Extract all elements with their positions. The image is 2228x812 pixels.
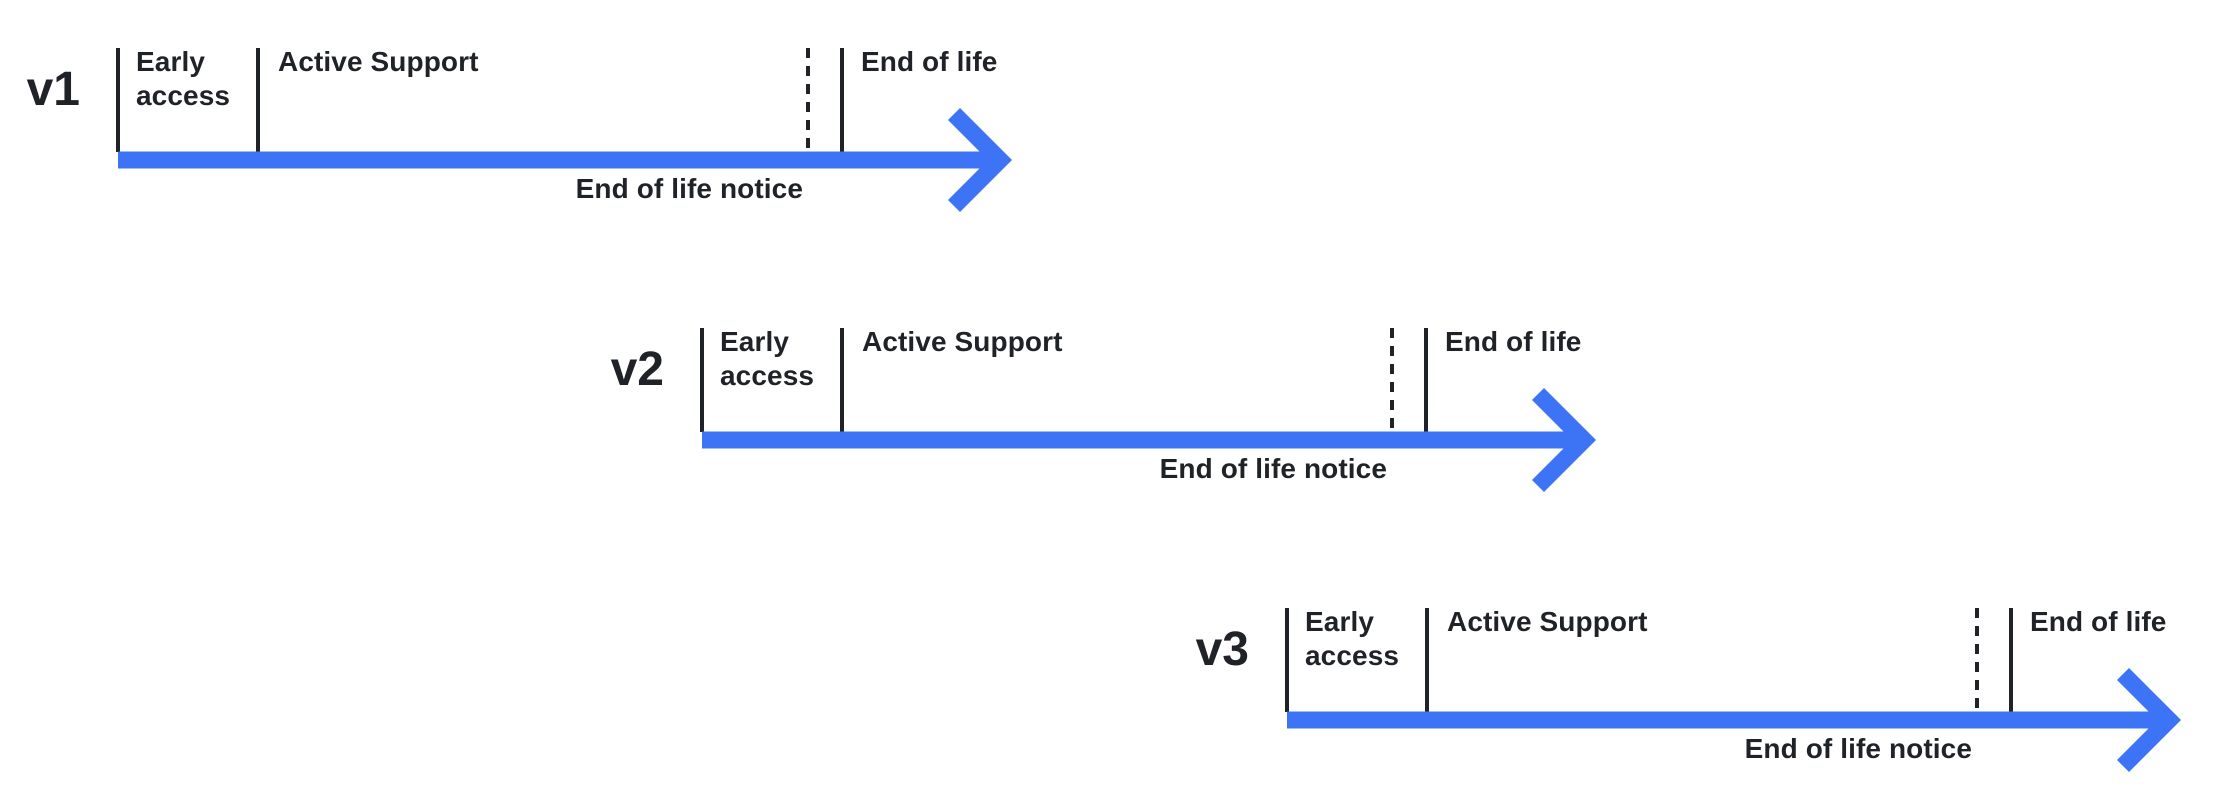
eol-notice-label: End of life notice [1159, 453, 1387, 484]
timeline-arrow [1287, 667, 2182, 773]
eol-notice-dashed-line [1390, 328, 1394, 432]
timeline-arrow [118, 107, 1013, 213]
early-access-label: Early access [1305, 606, 1400, 671]
early-access-start-tick [116, 48, 120, 152]
arrow-head-icon [1531, 387, 1597, 493]
early-access-label: Early access [720, 326, 815, 391]
arrow-head-icon [947, 107, 1013, 213]
active-support-label: Active Support [862, 326, 1063, 357]
active-support-start-tick [1425, 608, 1429, 712]
end-of-life-tick [840, 48, 844, 152]
end-of-life-label: End of life [861, 46, 998, 77]
eol-notice-label: End of life notice [575, 173, 803, 204]
eol-notice-dashed-line [806, 48, 810, 152]
early-access-label: Early access [136, 46, 231, 111]
active-support-label: Active Support [1447, 606, 1648, 637]
timeline-arrow [702, 387, 1597, 493]
version-label: v2 [610, 343, 664, 396]
version-label: v1 [26, 63, 80, 116]
early-access-start-tick [700, 328, 704, 432]
end-of-life-tick [1424, 328, 1428, 432]
active-support-label: Active Support [278, 46, 479, 77]
end-of-life-tick [2009, 608, 2013, 712]
version-label: v3 [1195, 623, 1249, 676]
eol-notice-dashed-line [1975, 608, 1979, 712]
active-support-start-tick [256, 48, 260, 152]
eol-notice-label: End of life notice [1744, 733, 1972, 764]
early-access-start-tick [1285, 608, 1289, 712]
active-support-start-tick [840, 328, 844, 432]
end-of-life-label: End of life [2030, 606, 2167, 637]
arrow-head-icon [2116, 667, 2182, 773]
end-of-life-label: End of life [1445, 326, 1582, 357]
